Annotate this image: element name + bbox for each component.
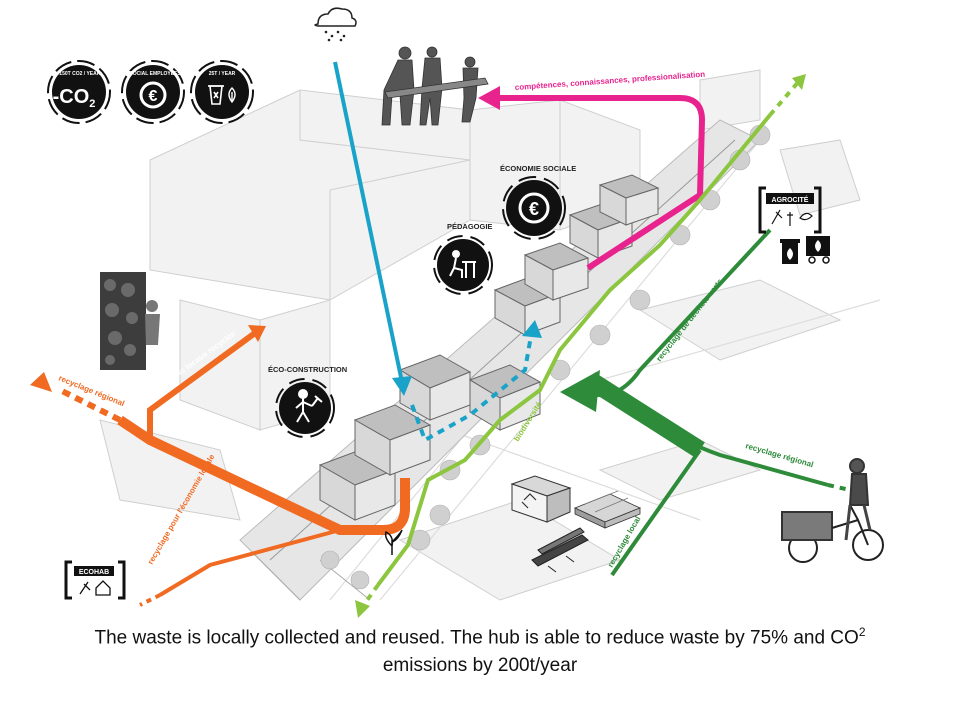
zone-pedagogy: PÉDAGOGIE [433,222,493,295]
plant-wall-photo [100,272,160,370]
zone-social-economy: ÉCONOMIE SOCIALE € [500,164,576,240]
builder-hammer-icon [295,389,323,423]
farming-tools-icon [771,209,813,226]
caption-line-2: emissions by 200t/year [382,655,578,677]
zone-social-economy-label: ÉCONOMIE SOCIALE [500,164,576,173]
magenta-skills-arrow [478,86,706,271]
badge-waste: 25T / YEAR [190,60,254,124]
svg-text:€: € [149,88,158,105]
recycling-box-icon [510,475,572,523]
skills-flow-label: compétences, connaissances, professional… [515,70,706,92]
badge-co2-ring-text: -150T CO2 / YEAR [58,71,101,77]
dark-green-recycling-arrows [560,228,851,577]
blue-water-arrow [333,61,542,443]
caption-line-1: The waste is locally collected and reuse… [94,625,866,649]
recycling-bin-icon [208,85,224,105]
orange-recycling-arrows [30,325,410,607]
zone-pedagogy-label: PÉDAGOGIE [447,222,492,231]
plant-sprout-icon [384,529,403,555]
agrocite-logo-text: AGROCITÉ [772,195,809,204]
light-green-biodiversity-arrow [355,74,806,618]
badge-co2-center: -CO2 [53,86,96,110]
student-desk-icon [449,250,476,278]
cargo-bike-photo [781,458,884,563]
svg-text:€: € [529,199,539,219]
ecohab-logo-text: ECOHAB [79,569,109,576]
agrocite-logo: AGROCITÉ [758,186,822,234]
wooden-pallets-icon [573,490,642,529]
garden-cart-icon [806,236,830,264]
ecohab-logo: ECOHAB [64,560,126,600]
badge-employees: 6 SOCIAL EMPLOYEES € [121,60,185,124]
rain-cloud-icon [314,7,357,42]
zone-eco-construction-label: ÉCO-CONSTRUCTION [268,365,347,374]
euro-icon: € [518,192,550,224]
hub-modules [318,174,660,521]
leaf-icon [228,87,236,104]
workshop-people-photo [381,46,489,126]
badge-co2: -150T CO2 / YEAR -CO2 [47,60,111,124]
tools-house-icon [79,580,111,596]
compost-bin-icon [780,239,800,264]
euro-icon: € [139,81,167,109]
badge-waste-ring-text: 25T / YEAR [209,71,236,77]
badge-employees-ring-text: 6 SOCIAL EMPLOYEES [125,71,181,77]
figure-caption: The waste is locally collected and reuse… [0,618,960,680]
zone-eco-construction: ÉCO-CONSTRUCTION [268,365,347,438]
steel-beam-icon [531,527,589,573]
